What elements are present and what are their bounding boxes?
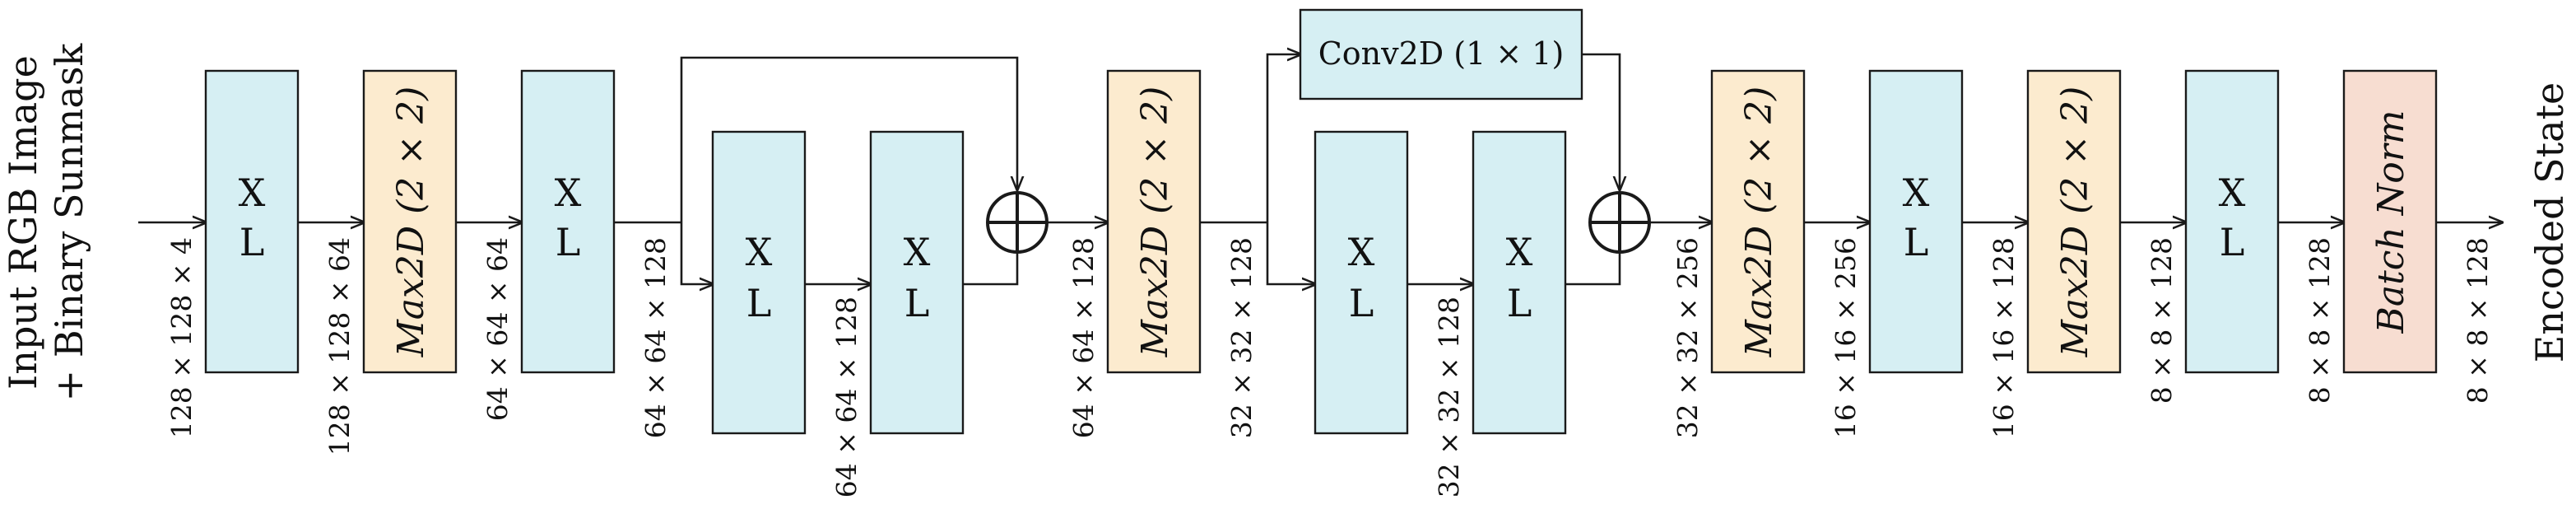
arrow-branch2-to-block5 bbox=[1266, 222, 1315, 284]
block-4-bottom-letter: L bbox=[904, 281, 930, 325]
dim-label-8: 32 × 32 × 128 bbox=[1433, 297, 1465, 498]
block-3-top-letter: X bbox=[746, 230, 773, 274]
pool-3: Max2D (2 × 2) bbox=[1710, 69, 1806, 374]
pool-4: Max2D (2 × 2) bbox=[2026, 69, 2122, 374]
conv-block: Conv2D (1 × 1) bbox=[1299, 8, 1583, 100]
pool-4-label: Max2D (2 × 2) bbox=[2054, 86, 2096, 358]
block-2-box bbox=[520, 69, 616, 374]
batch-norm-block: Batch Norm bbox=[2342, 69, 2438, 374]
block-3-bottom-letter: L bbox=[746, 281, 772, 325]
pool-1: Max2D (2 × 2) bbox=[362, 69, 458, 374]
arrow-skip1-to-sum1 bbox=[680, 56, 1017, 222]
block-7-box bbox=[1868, 69, 1964, 374]
block-8-box bbox=[2184, 69, 2280, 374]
dim-label-5: 64 × 64 × 128 bbox=[830, 297, 863, 498]
block-1-bottom-letter: L bbox=[239, 220, 265, 264]
pool-1-box bbox=[362, 69, 458, 374]
dim-label-11: 16 × 16 × 128 bbox=[1988, 237, 2020, 438]
dim-label-12: 8 × 8 × 128 bbox=[2146, 237, 2178, 404]
block-3: X L bbox=[711, 130, 807, 435]
batch-norm-box bbox=[2342, 69, 2438, 374]
output-label: Encoded State bbox=[2527, 82, 2572, 363]
block-5-top-letter: X bbox=[1348, 230, 1375, 274]
conv-label: Conv2D (1 × 1) bbox=[1318, 35, 1565, 72]
block-1: X L bbox=[204, 69, 300, 374]
dim-label-3: 64 × 64 × 64 bbox=[481, 237, 514, 421]
block-7: X L bbox=[1868, 69, 1964, 374]
pool-1-label: Max2D (2 × 2) bbox=[390, 86, 432, 358]
sum-node-2 bbox=[1588, 191, 1651, 254]
pool-4-box bbox=[2026, 69, 2122, 374]
pool-2-label: Max2D (2 × 2) bbox=[1134, 86, 1176, 358]
block-2-top-letter: X bbox=[555, 171, 582, 215]
arrow-block6-to-sum2 bbox=[1565, 239, 1620, 286]
arrow-conv-to-sum2 bbox=[1582, 53, 1620, 189]
dimension-labels: 128 × 128 × 4 128 × 128 × 64 64 × 64 × 6… bbox=[165, 237, 2494, 498]
dim-label-7: 32 × 32 × 128 bbox=[1225, 237, 1258, 438]
block-5: X L bbox=[1314, 130, 1409, 435]
block-2-bottom-letter: L bbox=[556, 220, 581, 264]
conv-box bbox=[1299, 8, 1583, 100]
block-8-top-letter: X bbox=[2219, 171, 2246, 215]
block-8: X L bbox=[2184, 69, 2280, 374]
dim-label-6: 64 × 64 × 128 bbox=[1067, 237, 1100, 438]
block-7-top-letter: X bbox=[1903, 171, 1930, 215]
block-6-bottom-letter: L bbox=[1507, 281, 1532, 325]
pool-3-label: Max2D (2 × 2) bbox=[1738, 86, 1780, 358]
block-5-bottom-letter: L bbox=[1349, 281, 1374, 325]
block-6: X L bbox=[1472, 130, 1567, 435]
dim-label-10: 16 × 16 × 256 bbox=[1830, 237, 1862, 438]
input-label-line1: Input RGB Image bbox=[1, 55, 45, 390]
input-label-line2: + Binary Sunmask bbox=[47, 43, 91, 402]
block-8-bottom-letter: L bbox=[2220, 220, 2245, 264]
block-3-box bbox=[711, 130, 807, 435]
block-6-top-letter: X bbox=[1506, 230, 1533, 274]
dim-label-9: 32 × 32 × 256 bbox=[1672, 237, 1704, 438]
arrow-block4-to-sum1 bbox=[963, 239, 1017, 286]
arrow-branch2-to-conv bbox=[1266, 54, 1300, 222]
sum-node-1 bbox=[986, 191, 1049, 254]
block-4-box bbox=[869, 130, 965, 435]
arrow-branch1-to-block3 bbox=[680, 222, 713, 284]
block-7-bottom-letter: L bbox=[1904, 220, 1929, 264]
block-5-box bbox=[1314, 130, 1409, 435]
dim-label-14: 8 × 8 × 128 bbox=[2462, 237, 2494, 404]
block-1-top-letter: X bbox=[239, 171, 266, 215]
dim-label-2: 128 × 128 × 64 bbox=[323, 237, 356, 456]
input-label: Input RGB Image + Binary Sunmask bbox=[1, 43, 91, 402]
block-4-top-letter: X bbox=[904, 230, 931, 274]
block-6-box bbox=[1472, 130, 1567, 435]
block-1-box bbox=[204, 69, 300, 374]
pool-3-box bbox=[1710, 69, 1806, 374]
batch-norm-label: Batch Norm bbox=[2370, 110, 2412, 334]
dim-label-4: 64 × 64 × 128 bbox=[639, 237, 672, 438]
dim-label-13: 8 × 8 × 128 bbox=[2304, 237, 2336, 404]
output-label-text: Encoded State bbox=[2527, 82, 2572, 363]
pool-2-box bbox=[1106, 69, 1202, 374]
block-4: X L bbox=[869, 130, 965, 435]
block-2: X L bbox=[520, 69, 616, 374]
dim-label-1: 128 × 128 × 4 bbox=[165, 237, 198, 438]
connections bbox=[138, 54, 2502, 284]
pool-2: Max2D (2 × 2) bbox=[1106, 69, 1202, 374]
